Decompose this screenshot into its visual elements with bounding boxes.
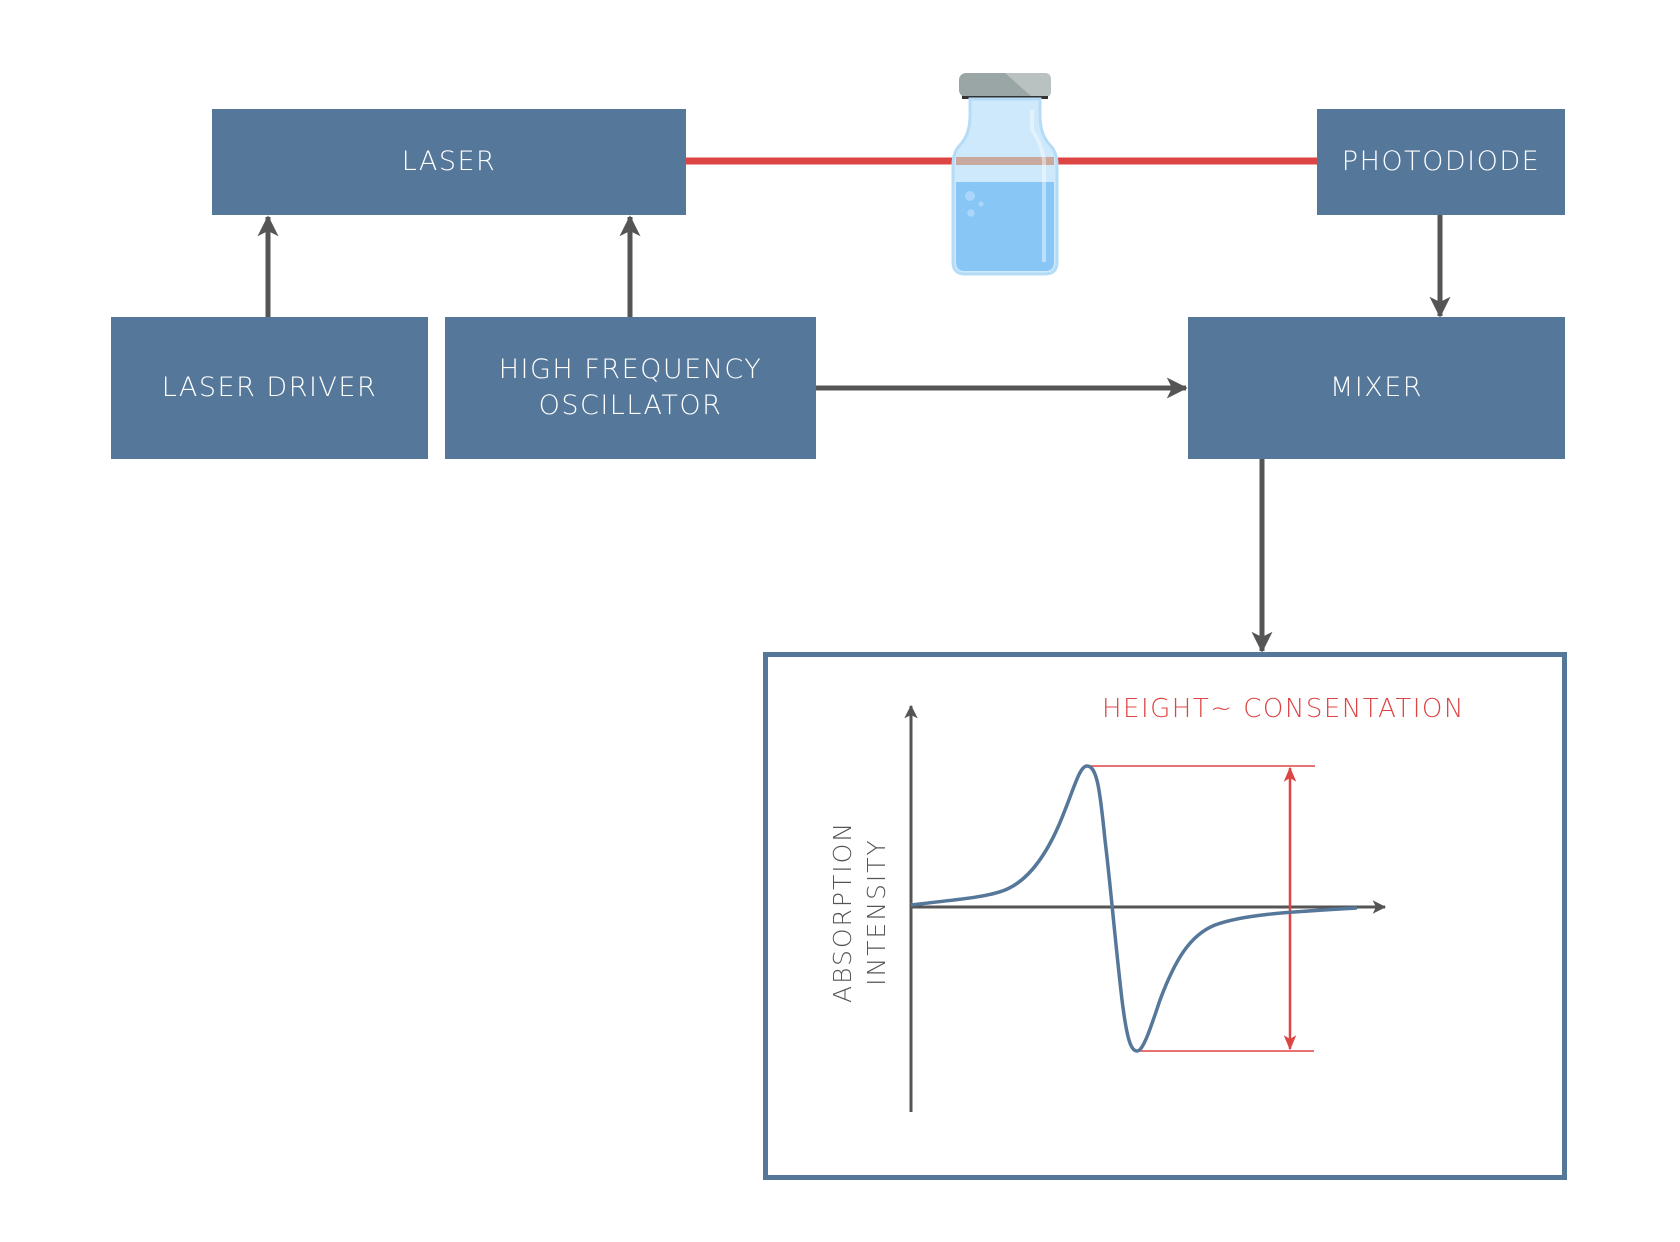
y-axis-label: ABSORPTION INTENSITY (826, 821, 894, 1003)
y-axis-label-line1: ABSORPTION (828, 820, 857, 1004)
laser-label: LASER (401, 146, 497, 177)
photodiode-label: PHOTODIODE (1341, 146, 1541, 177)
output-plot-frame (763, 652, 1567, 1180)
laser-block: LASER (212, 109, 686, 215)
plot-title: HEIGHT~ CONSENTATION (1102, 694, 1465, 724)
mixer-block: MIXER (1188, 317, 1565, 459)
oscillator-label-line1: HIGH FREQUENCY (498, 354, 763, 385)
oscillator-label-line2: OSCILLATOR (538, 390, 723, 421)
oscillator-label: HIGH FREQUENCY OSCILLATOR (499, 352, 763, 424)
laser-driver-block: LASER DRIVER (111, 317, 428, 459)
mixer-label: MIXER (1329, 372, 1424, 403)
oscillator-block: HIGH FREQUENCY OSCILLATOR (445, 317, 816, 459)
y-axis-label-line2: INTENSITY (862, 838, 891, 986)
signal-curve (910, 764, 1358, 1053)
laser-driver-label: LASER DRIVER (161, 372, 378, 403)
photodiode-block: PHOTODIODE (1317, 109, 1565, 215)
